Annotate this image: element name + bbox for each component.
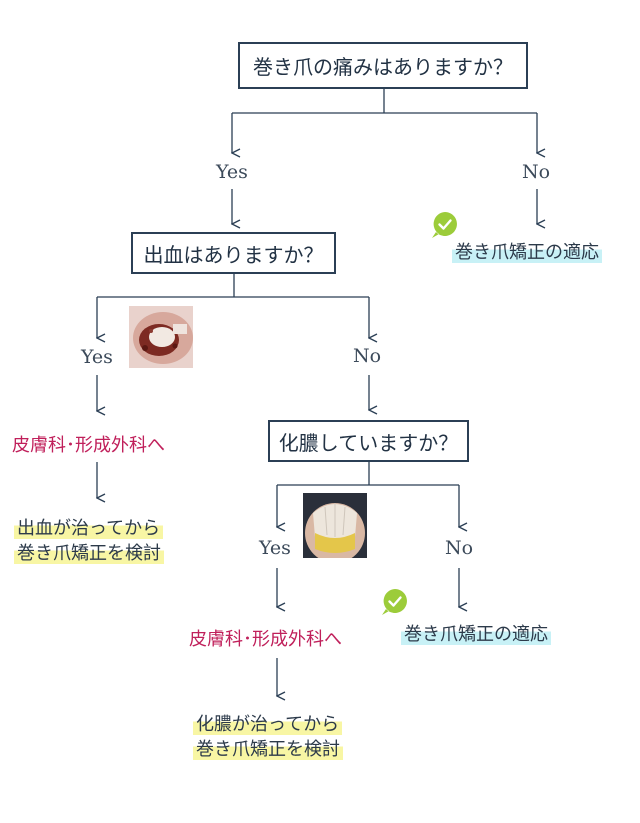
referral-dermatology-1: 皮膚科･形成外科へ	[12, 435, 165, 456]
question-bleeding-text: 出血はありますか？	[143, 242, 324, 267]
question-pus-text: 化膿していますか？	[278, 430, 459, 455]
yes-label-q1: Yes	[216, 161, 248, 183]
yes-label-q3: Yes	[259, 537, 291, 559]
question-pain-box: 巻き爪の痛みはありますか？	[238, 42, 528, 89]
recommendation-line: 化膿が治ってから	[193, 712, 343, 737]
no-label-q1: No	[522, 161, 551, 183]
infected-nail-photo	[303, 493, 367, 558]
question-pus-box: 化膿していますか？	[268, 420, 469, 462]
recommendation-after-bleeding: 出血が治ってから 巻き爪矯正を検討	[14, 516, 164, 566]
recommendation-line: 巻き爪矯正を検討	[14, 541, 164, 566]
recommendation-line: 出血が治ってから	[14, 516, 164, 541]
result-correction-indicated-2: 巻き爪矯正の適応	[401, 622, 551, 647]
recommendation-line: 巻き爪矯正を検討	[193, 737, 343, 762]
bleeding-nail-photo	[129, 306, 193, 368]
check-icon	[432, 212, 457, 238]
recommendation-after-pus: 化膿が治ってから 巻き爪矯正を検討	[193, 712, 343, 762]
referral-dermatology-2: 皮膚科･形成外科へ	[189, 629, 342, 650]
no-label-q3: No	[445, 537, 474, 559]
no-label-q2: No	[353, 345, 382, 367]
yes-label-q2: Yes	[81, 346, 113, 368]
question-bleeding-box: 出血はありますか？	[131, 232, 336, 274]
question-pain-text: 巻き爪の痛みはありますか？	[253, 55, 513, 79]
result-text: 巻き爪矯正の適応	[452, 240, 602, 265]
result-text: 巻き爪矯正の適応	[401, 622, 551, 647]
result-correction-indicated-1: 巻き爪矯正の適応	[452, 240, 602, 265]
check-icon	[382, 589, 407, 615]
